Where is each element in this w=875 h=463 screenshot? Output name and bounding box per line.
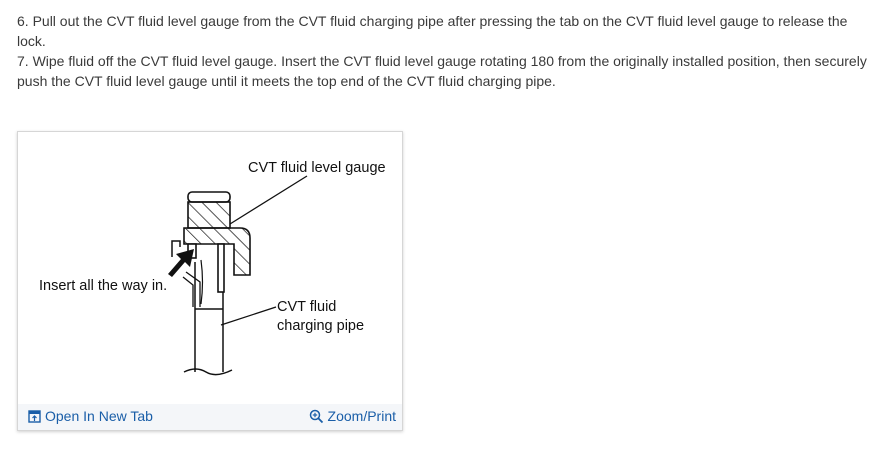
open-in-new-tab-link[interactable]: Open In New Tab — [28, 408, 153, 424]
gauge-leader-line — [229, 175, 308, 225]
figure-card: CVT fluid level gauge Insert all the way… — [17, 131, 403, 431]
zoom-in-icon — [309, 409, 323, 423]
label-pipe: CVT fluid charging pipe — [277, 299, 365, 334]
gauge-diagram — [168, 175, 308, 376]
label-insert: Insert all the way in. — [39, 278, 168, 294]
charging-pipe — [183, 250, 233, 376]
open-new-tab-icon — [28, 409, 41, 423]
zoom-print-label: Zoom/Print — [327, 408, 396, 424]
gauge-stem — [182, 271, 201, 307]
insert-arrow — [168, 249, 194, 277]
instruction-steps: 6. Pull out the CVT fluid level gauge fr… — [17, 11, 867, 91]
label-gauge: CVT fluid level gauge — [248, 160, 386, 176]
step-6: 6. Pull out the CVT fluid level gauge fr… — [17, 13, 848, 49]
step-7: 7. Wipe fluid off the CVT fluid level ga… — [17, 53, 867, 89]
figure-footer: Open In New Tab Zoom/Print — [18, 404, 402, 430]
gauge-cap — [183, 191, 251, 293]
open-in-new-tab-label: Open In New Tab — [45, 408, 153, 424]
pipe-leader-line — [220, 306, 277, 326]
zoom-print-link[interactable]: Zoom/Print — [309, 408, 396, 424]
gauge-tab — [171, 240, 181, 257]
